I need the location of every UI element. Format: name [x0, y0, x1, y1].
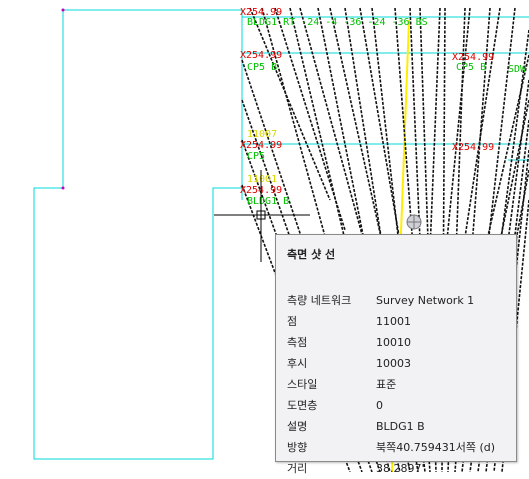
tooltip-value: 10003 [376, 357, 411, 370]
tooltip-row: 점 11001 [287, 312, 515, 332]
tooltip-key: 방향 [287, 441, 308, 454]
tooltip-value: Survey Network 1 [376, 294, 475, 307]
elevation-label[interactable]: X254.99 [240, 7, 282, 18]
elevation-label[interactable]: X254.99 [240, 140, 282, 151]
point-marker [61, 186, 65, 190]
tooltip-key: 설명 [287, 420, 308, 433]
elevation-label[interactable]: X254.99 [452, 52, 494, 63]
tooltip-key: 측량 네트워크 [287, 294, 352, 307]
tooltip-row: 설명 BLDG1 B [287, 417, 515, 437]
crosshair-cursor [214, 170, 310, 262]
tooltip-row: 스타일 표준 [287, 375, 515, 395]
shot-line[interactable] [249, 7, 331, 201]
tooltip-row: 측점 10010 [287, 333, 515, 353]
description-label[interactable]: CP5 B [456, 62, 486, 73]
elevation-label[interactable]: X254.99 [452, 142, 494, 153]
tooltip-value: 10010 [376, 336, 411, 349]
shot-line[interactable] [429, 7, 441, 251]
point-code-label[interactable]: 11007 [247, 129, 277, 140]
description-label[interactable]: SDW [508, 64, 527, 75]
tooltip-key: 측점 [287, 336, 308, 349]
tooltip-value: 38.2897' [376, 462, 425, 475]
snap-marker-icon [406, 214, 422, 230]
point-marker [61, 8, 65, 12]
tooltip-key: 도면층 [287, 399, 318, 412]
tooltip-value: 표준 [376, 378, 397, 391]
description-label[interactable]: BLDG1 RT -24 -4 -36 -24 -36 BS [247, 17, 428, 28]
shot-line[interactable] [274, 7, 346, 231]
description-label[interactable]: BLDG1 B [247, 196, 289, 207]
tooltip-key: 거리 [287, 462, 308, 475]
boundary-polyline[interactable] [33, 9, 243, 460]
shot-line[interactable] [459, 7, 501, 271]
shot-line[interactable] [489, 99, 529, 291]
tooltip-row: 측량 네트워크 Survey Network 1 [287, 291, 515, 311]
tooltip-key: 점 [287, 315, 298, 328]
tooltip-value: 11001 [376, 315, 411, 328]
point-code-label[interactable]: 11001 [247, 174, 277, 185]
description-label[interactable]: CP5 B [247, 62, 277, 73]
tooltip-value: BLDG1 B [376, 420, 425, 433]
elevation-label[interactable]: X254.99 [240, 50, 282, 61]
shot-line[interactable] [409, 7, 421, 241]
tooltip-value: 북쪽40.759431서쪽 (d) [376, 441, 496, 454]
tooltip-key: 스타일 [287, 378, 318, 391]
shot-line[interactable] [477, 54, 529, 281]
tooltip-row: 방향 북쪽40.759431서쪽 (d) [287, 438, 515, 458]
tooltip-row: 거리 38.2897' [287, 459, 515, 479]
tooltip-key: 후시 [287, 357, 308, 370]
tooltip-title: 측면 샷 선 [287, 248, 336, 261]
shot-line[interactable] [241, 99, 373, 472]
tooltip-row: 도면층 0 [287, 396, 515, 416]
description-label[interactable]: CP5 [247, 151, 265, 162]
tooltip-value: 0 [376, 399, 383, 412]
properties-tooltip: 측면 샷 선 측량 네트워크 Survey Network 1 점 11001 … [275, 234, 517, 475]
shot-line[interactable] [444, 7, 471, 261]
tooltip-row: 후시 10003 [287, 354, 515, 374]
